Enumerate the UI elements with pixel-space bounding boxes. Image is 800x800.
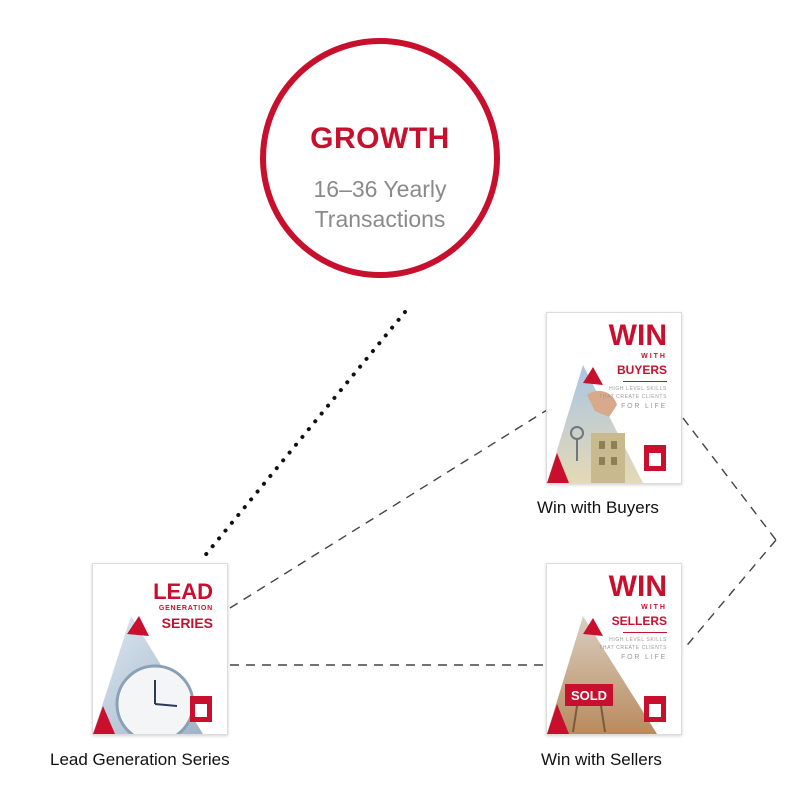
book-lead-generation[interactable]: LEAD GENERATION SERIES bbox=[92, 563, 228, 735]
sellers-cover-line3: SELLERS bbox=[611, 614, 667, 628]
sold-sign-icon bbox=[565, 684, 613, 706]
growth-title: GROWTH bbox=[310, 122, 450, 155]
buyers-tagline2: THAT CREATE CLIENTS bbox=[599, 394, 667, 400]
growth-subtitle-line1: 16–36 Yearly bbox=[313, 176, 447, 202]
dashed-connector-apex-to-sellers bbox=[682, 539, 777, 651]
sellers-tagline2: THAT CREATE CLIENTS bbox=[599, 645, 667, 651]
buyers-cover-line2: WITH bbox=[641, 353, 667, 360]
growth-subtitle-line2: Transactions bbox=[314, 206, 446, 232]
buyers-cover-line3: BUYERS bbox=[616, 363, 667, 377]
buyers-tagline3: FOR LIFE bbox=[621, 403, 667, 410]
book-win-with-sellers[interactable]: SOLD WIN WITH SELLERS HIGH LEVEL SKILLS … bbox=[546, 563, 682, 735]
sellers-cover-rule bbox=[623, 632, 667, 633]
sellers-caption: Win with Sellers bbox=[541, 750, 662, 769]
sellers-sign-text: SOLD bbox=[571, 688, 607, 703]
buyers-tagline1: HIGH LEVEL SKILLS bbox=[609, 386, 667, 392]
sellers-cover-art: SOLD bbox=[547, 616, 666, 734]
buyers-caption: Win with Buyers bbox=[537, 498, 659, 517]
lead-cover-art bbox=[93, 616, 212, 734]
lead-cover-line1: LEAD bbox=[153, 579, 213, 604]
buyers-cover-art bbox=[547, 365, 666, 483]
growth-circle: GROWTH 16–36 Yearly Transactions bbox=[260, 38, 500, 278]
sellers-cover-line1: WIN bbox=[608, 570, 667, 603]
lead-cover-line2: GENERATION bbox=[158, 605, 213, 612]
buyers-cover-rule bbox=[623, 381, 667, 382]
lead-caption: Lead Generation Series bbox=[50, 750, 230, 769]
sellers-cover-line2: WITH bbox=[641, 604, 667, 611]
dashed-connector-buyers-to-apex bbox=[682, 417, 777, 541]
dashed-connector-lead-to-buyers bbox=[229, 409, 548, 609]
book-win-with-buyers[interactable]: WIN WITH BUYERS HIGH LEVEL SKILLS THAT C… bbox=[546, 312, 682, 484]
buyers-cover-line1: WIN bbox=[608, 319, 667, 352]
lead-cover-line3: SERIES bbox=[161, 615, 213, 631]
sellers-tagline3: FOR LIFE bbox=[621, 654, 667, 661]
dotted-connector-growth-to-lead bbox=[201, 310, 407, 560]
sellers-tagline1: HIGH LEVEL SKILLS bbox=[609, 637, 667, 643]
